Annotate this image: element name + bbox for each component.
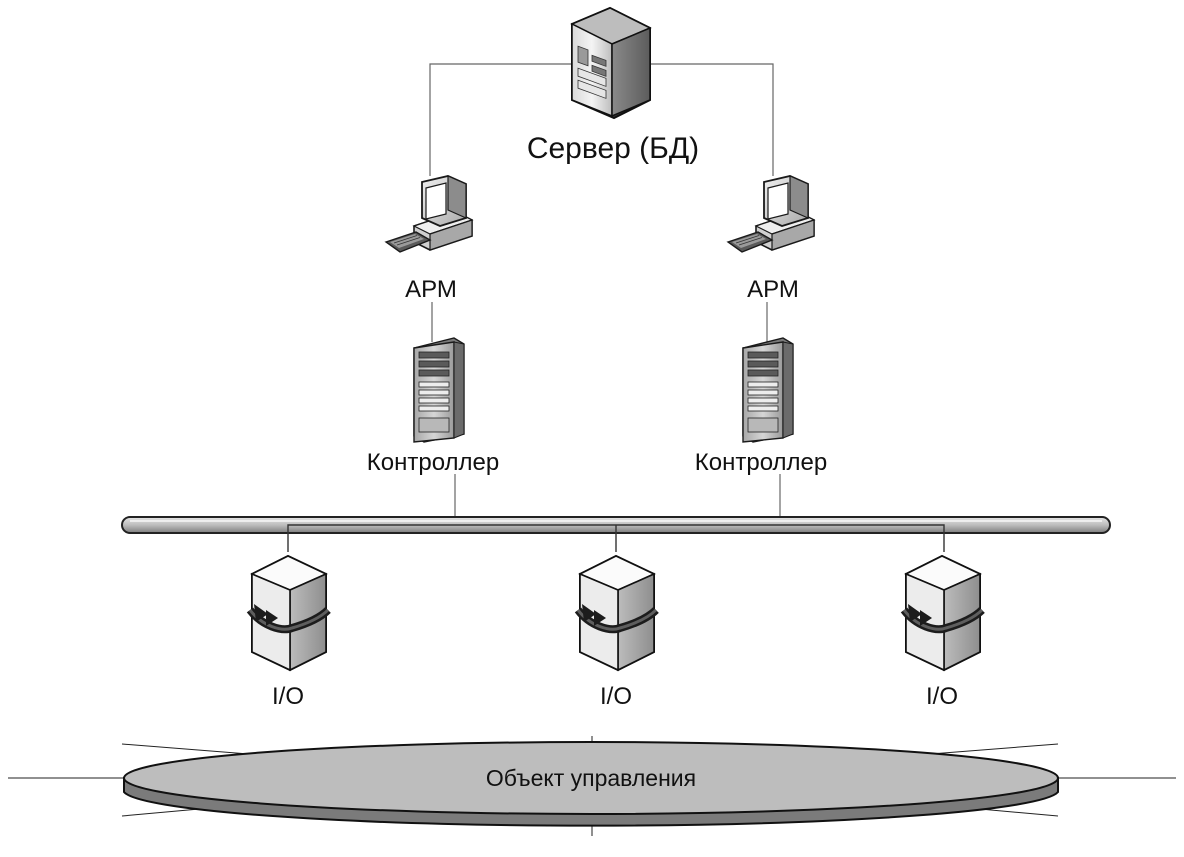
db-server-icon (570, 6, 652, 120)
io-label: I/O (926, 683, 958, 710)
network-bus-icon (121, 516, 1111, 552)
workstation-icon (727, 175, 815, 253)
io-module-right[interactable]: I/O (904, 556, 982, 710)
db-server[interactable]: Сервер (БД) (527, 6, 699, 165)
workstation-label: АРМ (405, 276, 457, 303)
io-module-left[interactable]: I/O (250, 556, 328, 710)
io-label: I/O (600, 683, 632, 710)
workstation-right[interactable]: АРМ (727, 175, 815, 303)
controller-icon (742, 337, 794, 443)
controller-icon (413, 337, 465, 443)
workstation-left[interactable]: АРМ (385, 175, 473, 303)
control-object[interactable]: Объект управления (8, 736, 1176, 836)
io-label: I/O (272, 683, 304, 710)
controller-left[interactable]: Контроллер (367, 337, 499, 476)
server-label: Сервер (БД) (527, 132, 699, 165)
io-module-icon (578, 556, 656, 670)
workstation-label: АРМ (747, 276, 799, 303)
controller-right[interactable]: Контроллер (695, 337, 827, 476)
io-module-icon (250, 556, 328, 670)
wire-server-arm-left (429, 63, 572, 176)
connection-lines (429, 63, 781, 520)
io-module-center[interactable]: I/O (578, 556, 656, 710)
controller-label: Контроллер (367, 449, 499, 476)
controller-label: Контроллер (695, 449, 827, 476)
control-object-label: Объект управления (486, 765, 696, 791)
io-module-icon (904, 556, 982, 670)
workstation-icon (385, 175, 473, 253)
wire-server-arm-right (650, 63, 774, 176)
